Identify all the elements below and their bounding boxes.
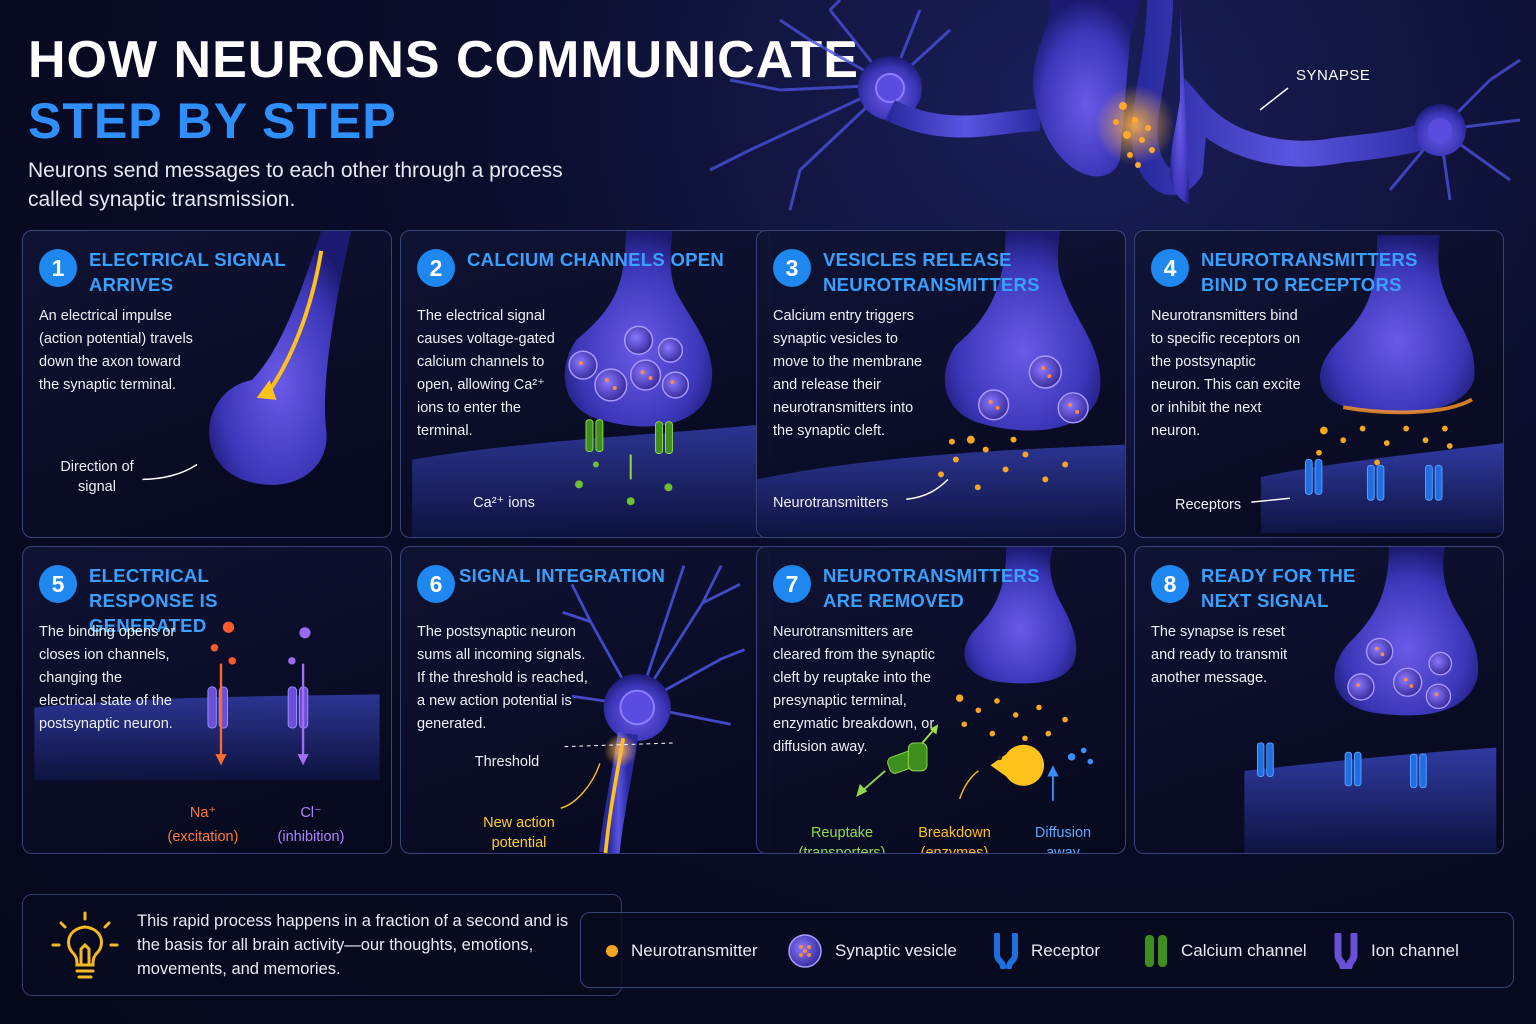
step-number-badge: 1 — [39, 249, 77, 287]
page-title: HOW NEURONS COMMUNICATE — [28, 31, 859, 89]
step-title: VESICLES RELEASE NEUROTRANSMITTERS — [823, 249, 1040, 295]
legend-label: Synaptic vesicle — [835, 941, 957, 960]
step-title: SIGNAL INTEGRATION — [459, 565, 666, 586]
step-number-badge: 8 — [1151, 565, 1189, 603]
step-8-illustration — [1244, 547, 1497, 853]
legend-item-ion-channel: Ion channel — [1333, 913, 1459, 989]
direction-of-signal-label: Direction of signal — [60, 459, 134, 495]
neurotransmitters-label: Neurotransmitters — [773, 495, 889, 511]
step-description: The postsynaptic neuron sums all incomin… — [417, 624, 588, 732]
step-number-badge: 5 — [39, 565, 77, 603]
calcium-ions-label: Ca²⁺ ions — [473, 495, 535, 511]
step-card-1: 1 ELECTRICAL SIGNAL ARRIVES An electrica… — [22, 230, 392, 538]
step-description: The synapse is reset and ready to transm… — [1151, 624, 1288, 686]
step-6-illustration — [560, 565, 746, 853]
excitation-label: (excitation) — [167, 829, 239, 845]
intro-text: Neurons send messages to each other thro… — [28, 159, 563, 211]
step-number-badge: 7 — [773, 565, 811, 603]
step-title: CALCIUM CHANNELS OPEN — [467, 249, 725, 270]
step-title: ELECTRICAL RESPONSE IS GENERATED — [89, 565, 218, 636]
step-4-illustration — [1251, 234, 1503, 534]
threshold-label: Threshold — [474, 754, 540, 770]
step-title: NEUROTRANSMITTERS ARE REMOVED — [823, 565, 1040, 611]
breakdown-label: Breakdown — [918, 825, 991, 841]
legend-label: Ion channel — [1371, 941, 1459, 960]
step-1-illustration — [142, 231, 352, 485]
legend-label: Calcium channel — [1181, 941, 1307, 960]
step-number-badge: 2 — [417, 249, 455, 287]
step-description: The binding opens or closes ion channels… — [39, 624, 176, 732]
page-subtitle: STEP BY STEP — [28, 93, 397, 149]
sodium-label: Na⁺ — [189, 805, 217, 821]
legend-label: Receptor — [1031, 941, 1100, 960]
step-card-6: 6 SIGNAL INTEGRATION The postsynaptic ne… — [400, 546, 770, 854]
legend-label: Neurotransmitter — [631, 941, 758, 960]
summary-text: This rapid process happens in a fraction… — [137, 912, 569, 978]
step-3-illustration — [757, 231, 1125, 537]
step-number-badge: 3 — [773, 249, 811, 287]
step-number-badge: 6 — [417, 565, 455, 603]
step-card-2: 2 CALCIUM CHANNELS OPEN The electrical s… — [400, 230, 770, 538]
step-card-3: 3 VESICLES RELEASE NEUROTRANSMITTERS Cal… — [756, 230, 1126, 538]
summary-note: This rapid process happens in a fraction… — [22, 894, 622, 996]
synapse-label: SYNAPSE — [1296, 67, 1371, 84]
calcium-channel-icon — [1145, 935, 1167, 967]
lightbulb-icon — [51, 911, 119, 979]
vesicle-icon — [788, 934, 822, 968]
legend-item-calcium-channel: Calcium channel — [1143, 913, 1307, 989]
enzymes-label: (enzymes) — [920, 845, 989, 854]
diffusion-away-label: Diffusion away — [1034, 825, 1092, 854]
step-description: Neurotransmitters bind to specific recep… — [1151, 308, 1301, 439]
step-card-5: 5 ELECTRICAL RESPONSE IS GENERATED The b… — [22, 546, 392, 854]
transporters-label: (transporters) — [798, 845, 886, 854]
step-description: The electrical signal causes voltage-gat… — [417, 308, 555, 439]
step-card-4: 4 NEUROTRANSMITTERS BIND TO RECEPTORS Ne… — [1134, 230, 1504, 538]
receptors-label: Receptors — [1175, 497, 1242, 513]
legend-item-neurotransmitter: Neurotransmitter — [605, 913, 758, 989]
step-description: Calcium entry triggers synaptic vesicles… — [773, 308, 923, 439]
step-number-badge: 4 — [1151, 249, 1189, 287]
hero-synapse-illustration — [709, 0, 1521, 211]
reuptake-label: Reuptake — [810, 825, 874, 841]
step-2-illustration — [412, 231, 758, 537]
step-5-illustration — [34, 621, 380, 781]
ion-channel-icon — [1334, 933, 1358, 969]
neurotransmitter-icon — [606, 945, 618, 957]
legend: Neurotransmitter Synaptic vesicle Recept… — [580, 912, 1514, 988]
step-description: Neurotransmitters are cleared from the s… — [773, 624, 935, 755]
step-card-7: 7 NEUROTRANSMITTERS ARE REMOVED Neurotra… — [756, 546, 1126, 854]
step-7-illustration — [856, 547, 1094, 801]
new-action-potential-label: New action potential — [483, 815, 555, 851]
legend-item-receptor: Receptor — [993, 913, 1100, 989]
step-title: READY FOR THE NEXT SIGNAL — [1201, 565, 1356, 611]
receptor-icon — [994, 933, 1018, 969]
chloride-label: Cl⁻ — [300, 805, 322, 821]
step-description: An electrical impulse (action potential)… — [39, 308, 193, 393]
legend-item-synaptic-vesicle: Synaptic vesicle — [787, 913, 957, 989]
step-card-8: 8 READY FOR THE NEXT SIGNAL The synapse … — [1134, 546, 1504, 854]
step-title: ELECTRICAL SIGNAL ARRIVES — [89, 249, 286, 295]
step-title: NEUROTRANSMITTERS BIND TO RECEPTORS — [1201, 249, 1418, 295]
inhibition-label: (inhibition) — [277, 829, 345, 845]
